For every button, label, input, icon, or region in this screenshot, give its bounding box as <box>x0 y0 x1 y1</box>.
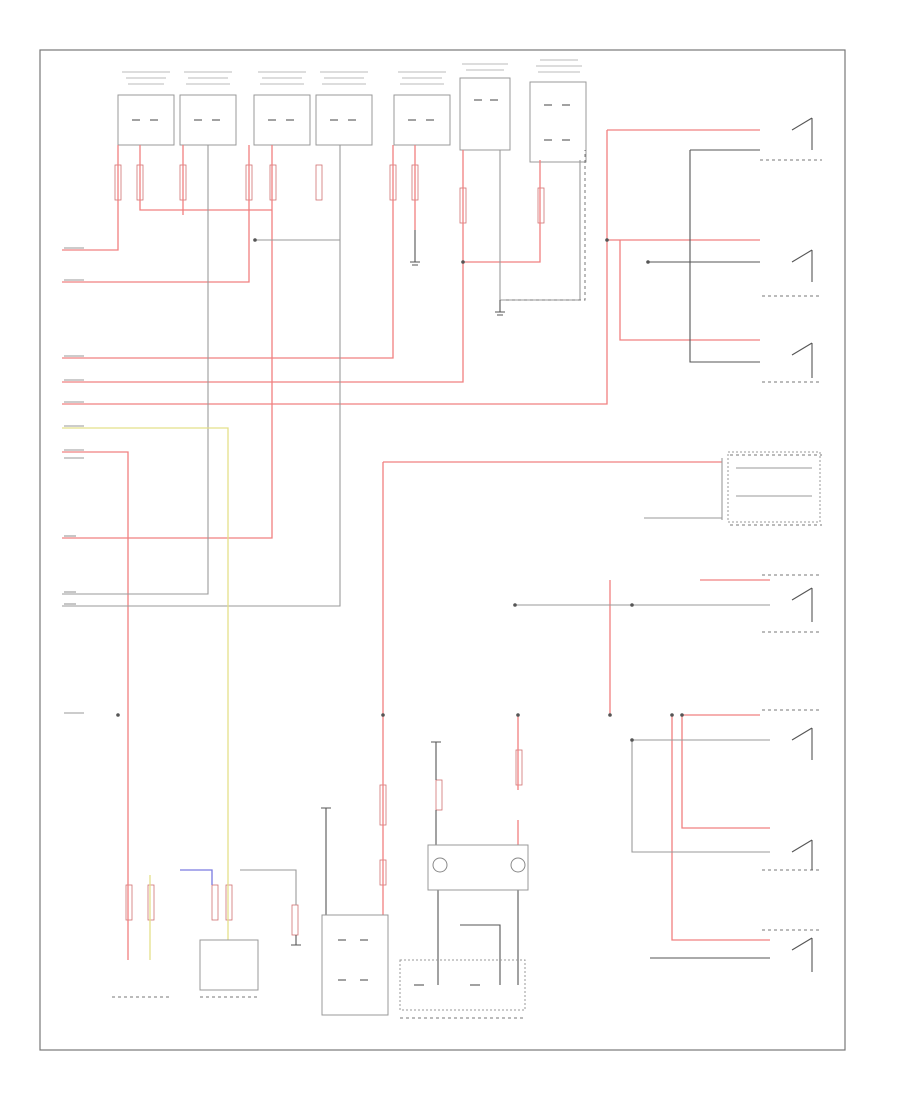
diagram-border <box>39 49 846 1051</box>
dashed-lines <box>112 150 822 1019</box>
relay-block <box>321 914 389 1016</box>
switch-module-6 <box>459 77 511 151</box>
switch-module-2 <box>179 94 237 146</box>
combination-switch-body <box>427 844 529 891</box>
gray-wires <box>62 145 812 985</box>
lamp-switch-assembly <box>727 451 821 523</box>
bottom-components <box>199 844 529 1016</box>
connector-pins <box>114 164 545 936</box>
climate-control-module <box>199 939 259 991</box>
switch-module-3 <box>253 94 311 146</box>
power-module <box>529 81 587 163</box>
junction-dots <box>116 238 684 742</box>
top-switch-modules <box>117 59 587 163</box>
right-switches <box>727 117 821 972</box>
left-terminal-labels <box>64 247 84 714</box>
switch-module-5 <box>393 94 451 146</box>
combination-switch-housing <box>399 959 526 1011</box>
yellow-blue-wires <box>62 427 229 960</box>
ground-symbols <box>291 230 505 946</box>
switch-module-1 <box>117 94 175 146</box>
switch-module-4 <box>315 94 373 146</box>
red-wires <box>62 129 770 960</box>
